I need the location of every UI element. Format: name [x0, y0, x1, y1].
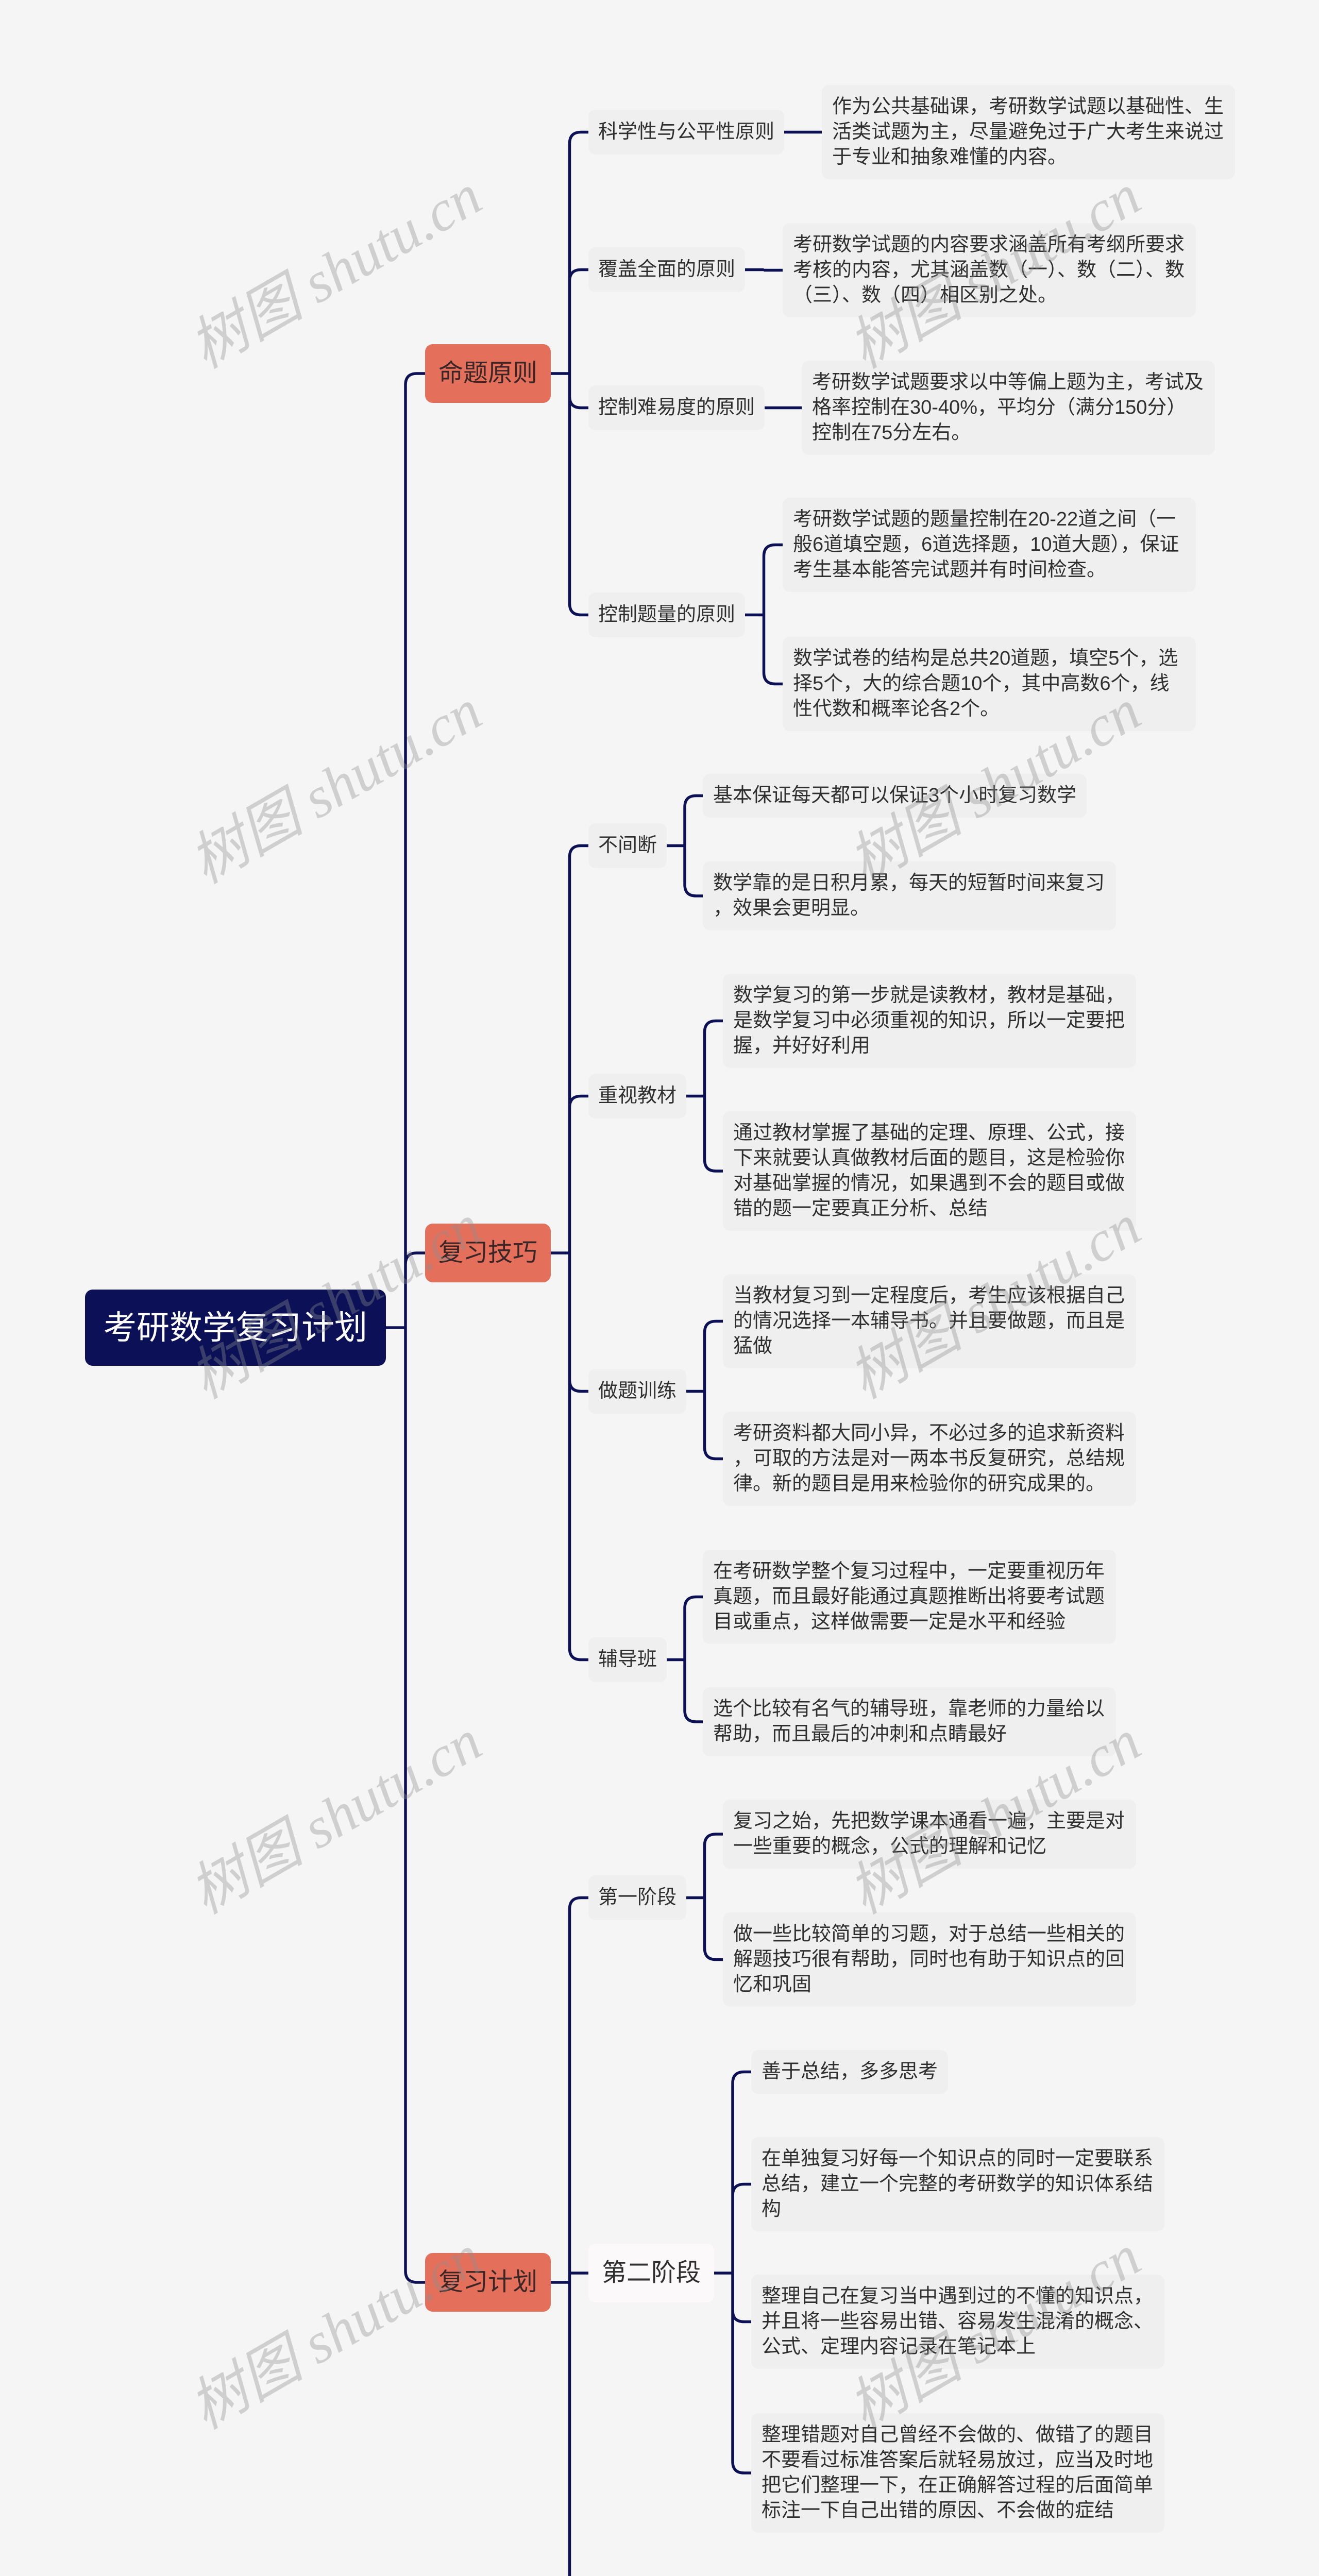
note-card: 考研数学试题的内容要求涵盖所有考纲所要求考核的内容，尤其涵盖数（一）、数（二）、… — [783, 223, 1196, 317]
note-card: 考研数学试题的题量控制在20-22道之间（一般6道填空题，6道选择题，10道大题… — [783, 498, 1196, 592]
sub-branch-consistency: 不间断 — [588, 823, 667, 868]
sub-branch-stage-two: 第二阶段 — [588, 2244, 715, 2302]
sub-branch-scientific-fairness: 科学性与公平性原则 — [588, 110, 785, 155]
note-card: 数学靠的是日积月累，每天的短暂时间来复习，效果会更明显。 — [703, 861, 1116, 930]
note-card: 整理错题对自己曾经不会做的、做错了的题目不要看过标准答案后就轻易放过，应当及时地… — [751, 2413, 1164, 2533]
note-card: 选个比较有名气的辅导班，靠老师的力量给以帮助，而且最后的冲刺和点睛最好 — [703, 1687, 1116, 1756]
main-branch-review-plan: 复习计划 — [425, 2253, 551, 2312]
note-card: 在考研数学整个复习过程中，一定要重视历年真题，而且最好能通过真题推断出将要考试题… — [703, 1550, 1116, 1644]
central-topic: 考研数学复习计划 — [85, 1290, 386, 1366]
sub-branch-stage-one: 第一阶段 — [588, 1875, 687, 1920]
note-card: 数学试卷的结构是总共20道题，填空5个，选择5个，大的综合题10个，其中高数6个… — [783, 637, 1196, 731]
note-card: 基本保证每天都可以保证3个小时复习数学 — [703, 774, 1087, 818]
note-card: 考研资料都大同小异，不必过多的追求新资料，可取的方法是对一两本书反复研究，总结规… — [723, 1412, 1136, 1506]
note-card: 做一些比较简单的习题，对于总结一些相关的解题技巧很有帮助，同时也有助于知识点的回… — [723, 1912, 1136, 2007]
sub-branch-difficulty-control: 控制难易度的原则 — [588, 385, 765, 430]
note-card: 作为公共基础课，考研数学试题以基础性、生活类试题为主，尽量避免过于广大考生来说过… — [822, 85, 1235, 179]
note-card: 考研数学试题要求以中等偏上题为主，考试及格率控制在30-40%，平均分（满分15… — [802, 361, 1215, 455]
note-card: 当教材复习到一定程度后，考生应该根据自己的情况选择一本辅导书。并且要做题，而且是… — [723, 1274, 1136, 1368]
note-card: 通过教材掌握了基础的定理、原理、公式，接下来就要认真做教材后面的题目，这是检验你… — [723, 1111, 1136, 1231]
main-branch-proposition-principles: 命题原则 — [425, 344, 551, 403]
note-card: 善于总结，多多思考 — [751, 2050, 949, 2094]
note-card: 数学复习的第一步就是读教材，教材是基础，是数学复习中必须重视的知识，所以一定要把… — [723, 974, 1136, 1068]
main-branch-review-tips: 复习技巧 — [425, 1224, 551, 1282]
note-card: 复习之始，先把数学课本通看一遍，主要是对一些重要的概念，公式的理解和记忆 — [723, 1800, 1136, 1869]
sub-branch-textbook: 重视教材 — [588, 1074, 687, 1118]
sub-branch-comprehensive-coverage: 覆盖全面的原则 — [588, 247, 746, 292]
sub-branch-quantity-control: 控制题量的原则 — [588, 592, 746, 637]
sub-branch-practice: 做题训练 — [588, 1369, 687, 1414]
note-card: 整理自己在复习当中遇到过的不懂的知识点，并且将一些容易出错、容易发生混淆的概念、… — [751, 2275, 1164, 2369]
note-card: 在单独复习好每一个知识点的同时一定要联系总结，建立一个完整的考研数学的知识体系结… — [751, 2137, 1164, 2231]
sub-branch-tutoring-class: 辅导班 — [588, 1637, 667, 1682]
